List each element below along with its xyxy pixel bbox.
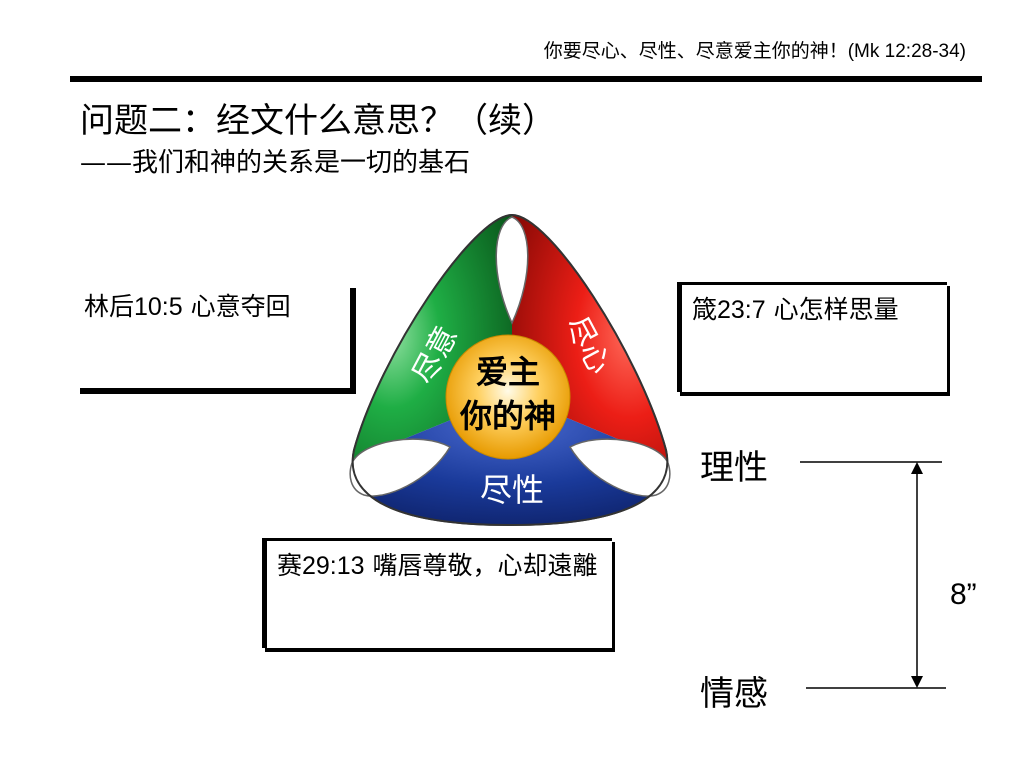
header-verse: 你要尽心、尽性、尽意爱主你的神！ xyxy=(543,40,848,62)
callout-bottom: 赛29:13 嘴唇尊敬，心却遠離 xyxy=(262,538,612,648)
callout-left: 林后10:5 心意夺回 xyxy=(74,282,350,388)
center-label-line1: 爱主 xyxy=(476,353,540,391)
heart-soul-mind-diagram: 爱主 你的神 尽意 尽心 尽性 xyxy=(340,205,680,539)
page-title: 问题二：经文什么意思？（续） xyxy=(80,101,556,141)
center-circle xyxy=(445,334,571,460)
measure-bracket xyxy=(780,440,960,704)
blue-sector xyxy=(352,395,668,525)
header-rule xyxy=(70,76,982,82)
label-reason: 理性 xyxy=(700,448,768,488)
callout-right-text: 心怎样思量 xyxy=(765,295,899,324)
header-text: 你要尽心、尽性、尽意爱主你的神！(Mk 12:28-34) xyxy=(544,36,966,63)
triangle-diagram-svg: 爱主 你的神 尽意 尽心 尽性 xyxy=(349,213,671,527)
header-reference: (Mk 12:28-34) xyxy=(847,41,966,62)
bottom-sector-label: 尽性 xyxy=(480,471,544,509)
callout-bottom-ref: 赛29:13 xyxy=(277,552,365,580)
callout-right-ref: 箴23:7 xyxy=(692,296,766,324)
callout-left-text: 心意夺回 xyxy=(182,292,291,321)
callout-bottom-text: 嘴唇尊敬，心却遠離 xyxy=(364,551,598,580)
measure-label: 8” xyxy=(950,578,977,611)
label-emotion: 情感 xyxy=(700,674,768,714)
measure-bracket-svg xyxy=(800,461,946,689)
callout-left-ref: 林后10:5 xyxy=(84,293,183,321)
callout-right: 箴23:7 心怎样思量 xyxy=(677,282,947,392)
page-subtitle: ——我们和神的关系是一切的基石 xyxy=(80,148,471,178)
center-label-line2: 你的神 xyxy=(459,397,556,435)
